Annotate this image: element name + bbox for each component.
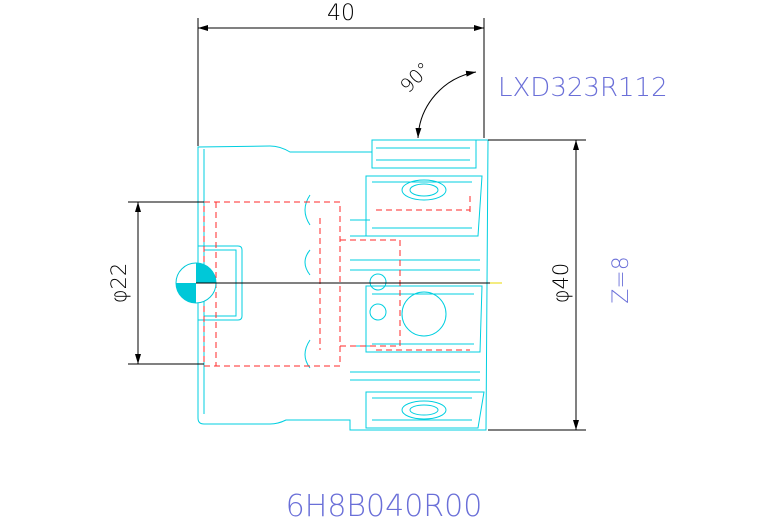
insert-holes xyxy=(369,179,447,420)
dimension-lines xyxy=(128,18,586,431)
part-number-label: 6H8B040R00 xyxy=(286,489,483,523)
insert-code-label: LXD323R112 xyxy=(498,73,668,103)
insert-pockets xyxy=(350,140,485,429)
angle-dimension-label: 90° xyxy=(396,58,435,97)
cutter-body-outline xyxy=(197,139,489,431)
length-dimension-label: 40 xyxy=(327,1,355,26)
bore-diameter-label: φ22 xyxy=(107,263,131,304)
hidden-lines xyxy=(203,196,471,367)
center-mark xyxy=(175,262,217,304)
teeth-count-label: Z=8 xyxy=(609,256,634,304)
outer-diameter-label: φ40 xyxy=(549,263,573,304)
